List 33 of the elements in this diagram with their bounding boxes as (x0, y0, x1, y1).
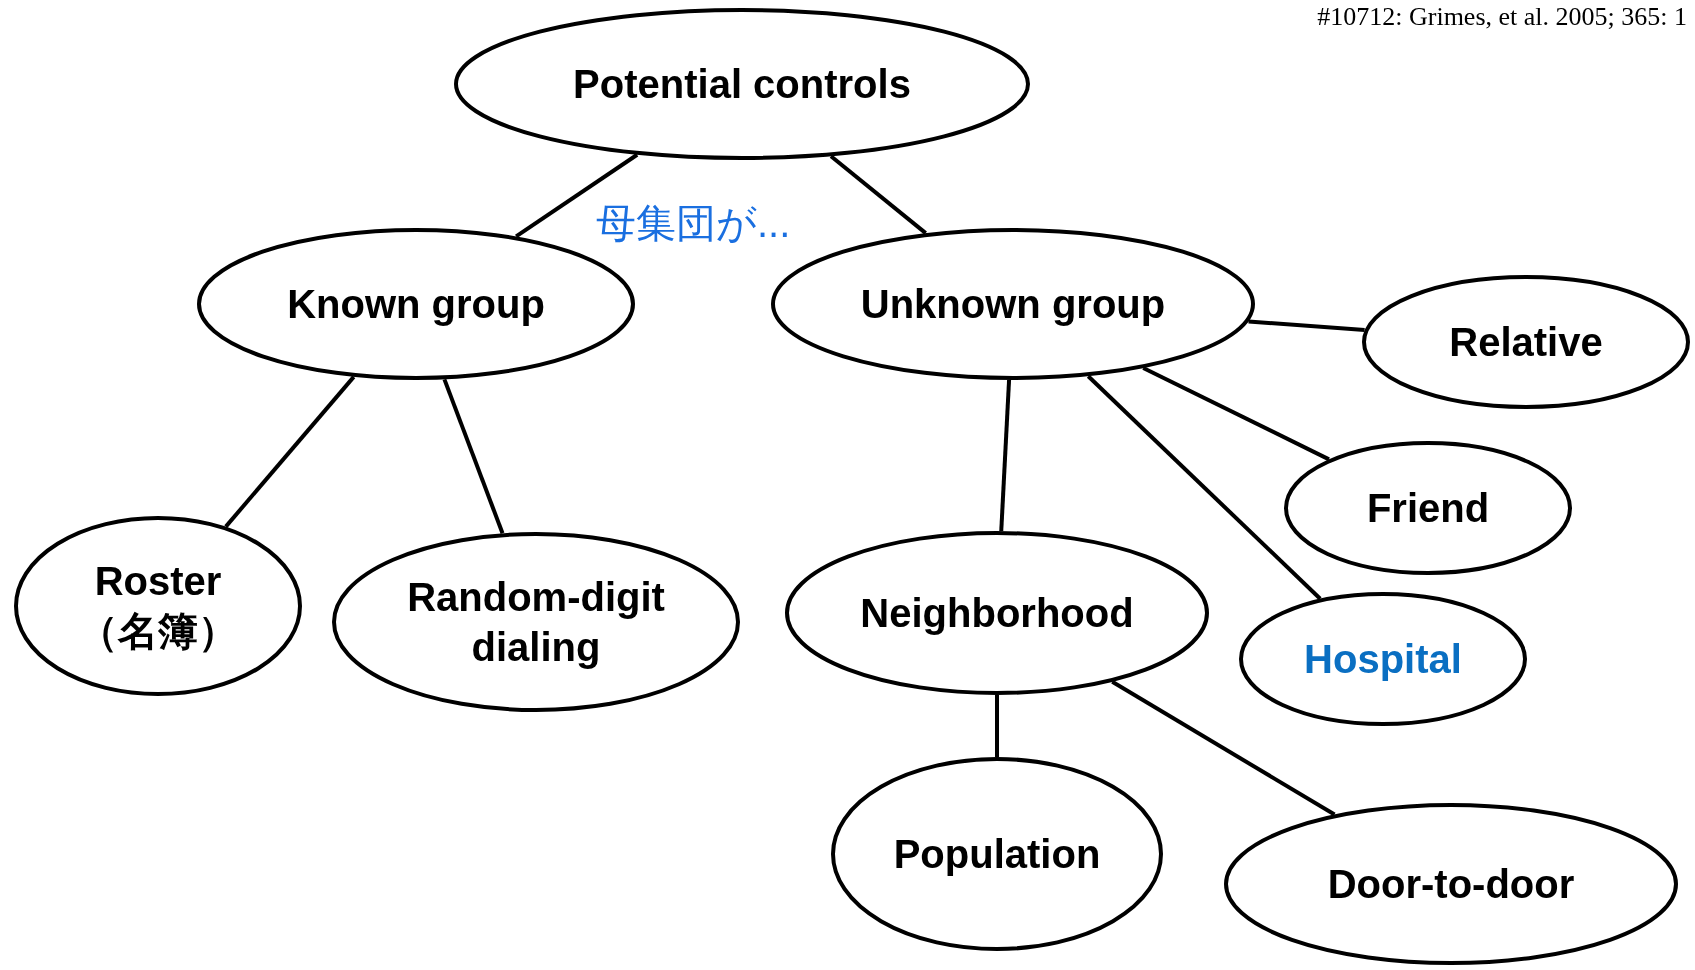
node-label: Relative (1449, 319, 1603, 366)
node-label: Friend (1366, 485, 1490, 532)
connector-line (1111, 680, 1336, 817)
ellipse-node (1362, 275, 1690, 409)
ellipse-node (785, 531, 1209, 695)
node-label: Random-digit dialing (406, 574, 666, 671)
ellipse-node (454, 8, 1030, 160)
connector-line (224, 375, 356, 528)
ellipse-node (1239, 592, 1527, 726)
node-label: Hospital (1304, 636, 1462, 683)
ellipse-node (14, 516, 302, 696)
connector-line (442, 378, 505, 534)
connector-line (1248, 319, 1365, 333)
ellipse-node (1284, 441, 1572, 575)
node-label: Door-to-door (1327, 861, 1575, 908)
node-label: （名簿） (78, 608, 238, 655)
connector-line (1142, 366, 1330, 462)
node-label: Known group (287, 281, 545, 328)
connector-line (995, 695, 999, 757)
ellipse-node (1224, 803, 1678, 965)
node-label: Population (893, 831, 1101, 878)
ellipse-node (332, 532, 740, 712)
annotation-text: 母集団が... (596, 200, 791, 247)
node-label: Neighborhood (860, 590, 1134, 637)
connector-line (999, 379, 1012, 532)
ellipse-node (831, 757, 1163, 951)
connector-line (829, 154, 927, 235)
connector-line (515, 153, 639, 239)
node-label: Unknown group (860, 281, 1166, 328)
citation-note: #10712: Grimes, et al. 2005; 365: 1 (1317, 2, 1687, 32)
connector-line (1086, 374, 1322, 601)
node-label: Potential controls (573, 61, 911, 108)
node-label: Roster (94, 558, 222, 605)
